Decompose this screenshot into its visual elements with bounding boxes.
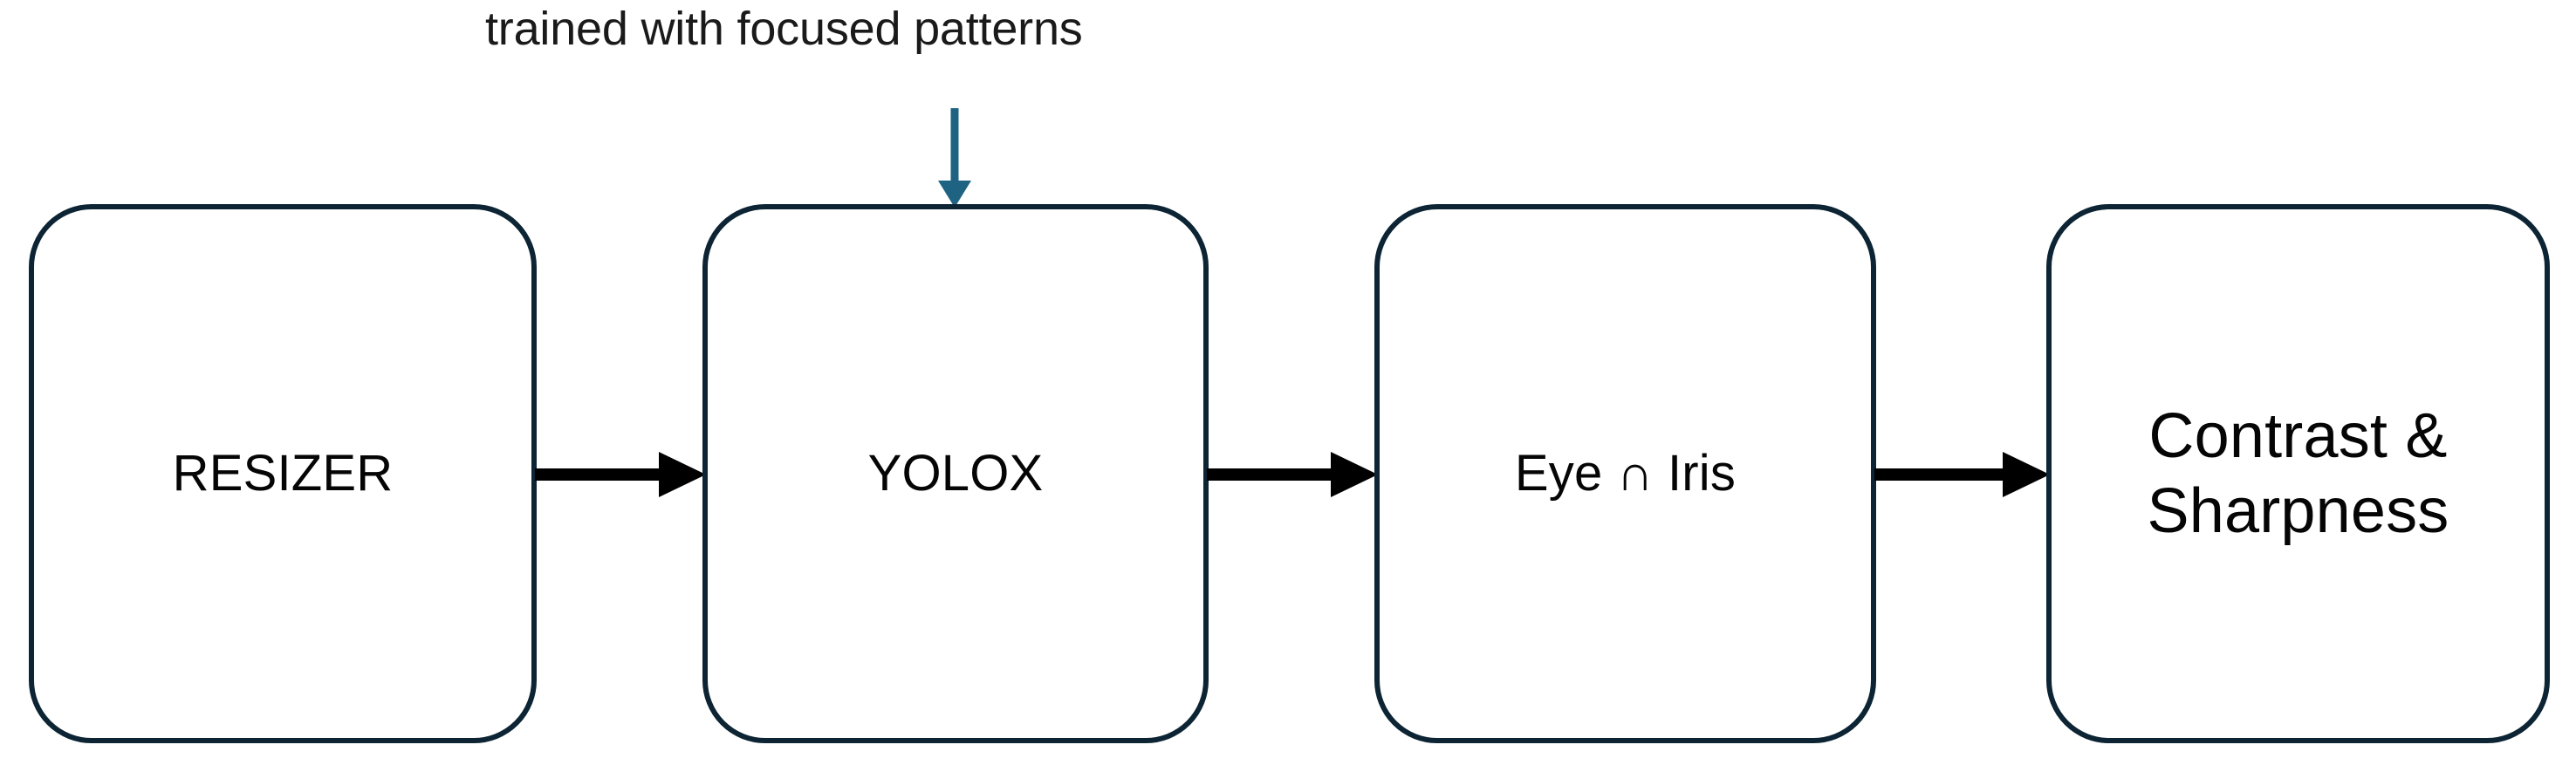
node-eye-iris-label: Eye ∩ Iris bbox=[1514, 445, 1737, 502]
node-yolox-label: YOLOX bbox=[867, 445, 1044, 502]
node-contrast-sharpness[interactable]: Contrast & Sharpness bbox=[2046, 204, 2550, 743]
node-resizer[interactable]: RESIZER bbox=[29, 204, 537, 743]
node-resizer-label: RESIZER bbox=[172, 445, 394, 502]
node-contrast-sharpness-label-line2: Sharpness bbox=[2147, 476, 2449, 546]
annotation-arrow-down-icon bbox=[934, 106, 976, 209]
node-contrast-sharpness-label-line1: Contrast & bbox=[2148, 401, 2448, 471]
node-yolox[interactable]: YOLOX bbox=[702, 204, 1209, 743]
node-eye-iris[interactable]: Eye ∩ Iris bbox=[1374, 204, 1876, 743]
annotation-caption: trained with focused patterns bbox=[485, 3, 1083, 55]
flow-arrow-right-icon-1 bbox=[535, 452, 706, 497]
flow-arrow-right-icon-2 bbox=[1207, 452, 1378, 497]
flow-arrow-right-icon-3 bbox=[1874, 452, 2050, 497]
node-contrast-sharpness-label: Contrast & Sharpness bbox=[2124, 399, 2471, 549]
